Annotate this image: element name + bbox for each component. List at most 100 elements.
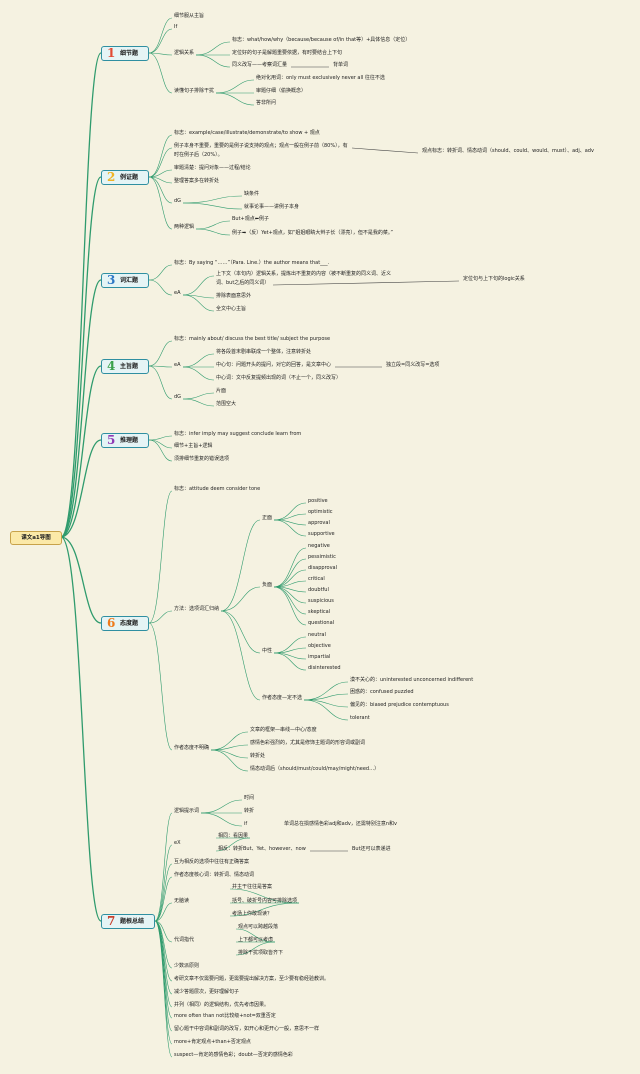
branch-label[interactable]: 偏见的：biased prejudice contemptuous xyxy=(350,702,449,708)
branch-label[interactable]: 标志：what/how/why（because/because of/in th… xyxy=(232,37,411,43)
branch-label[interactable]: 同义改写——考察词汇量 xyxy=(232,62,288,68)
branch-label[interactable]: suspect—肯定的感情色彩；doubt—否定的感情色彩 xyxy=(174,1052,293,1058)
branch-label[interactable]: impartial xyxy=(308,654,331,660)
branch-label[interactable]: 逻辑提示词 xyxy=(174,808,200,814)
branch-label[interactable]: 中心句：问题开头的提问，对它的回答，是文章中心 xyxy=(216,362,332,368)
branch-label[interactable]: objective xyxy=(308,643,331,649)
branch-label[interactable]: 方法：选项词汇归纳 xyxy=(174,606,220,612)
branch-label[interactable]: positive xyxy=(308,498,328,504)
branch-label[interactable]: suspicious xyxy=(308,598,334,604)
branch-label[interactable]: 细节+主旨+逻辑 xyxy=(174,443,213,449)
branch-label[interactable]: 上下都可以考虑 xyxy=(238,937,274,943)
branch-label[interactable]: questional xyxy=(308,620,335,626)
branch-label[interactable]: 作者态度—定不选 xyxy=(262,695,303,701)
branch-label[interactable]: 并主干往往是答案 xyxy=(232,884,273,890)
branch-label[interactable]: more+肯定观点+than+否定观点 xyxy=(174,1039,251,1045)
branch-label[interactable]: 标志：example/case/illustrate/demonstrate/t… xyxy=(174,130,320,136)
root-node[interactable]: 课文a1导图 xyxy=(10,531,62,545)
branch-label[interactable]: 情态动词后（should/must/could/may/might/need…） xyxy=(250,766,380,772)
branch-label[interactable]: 范围空大 xyxy=(216,401,237,407)
branch-label[interactable]: 考研文章不仅需要问题，更需要提出解决方案，至少要有稳经验教训。 xyxy=(174,976,330,982)
branch-label[interactable]: 整理答案多在转折处 xyxy=(174,178,220,184)
branch-label[interactable]: 相反：转折But、Yet、however、now xyxy=(218,846,306,852)
branch-label[interactable]: 互为相反的选项中往往有正确答案 xyxy=(174,859,250,865)
branch-label[interactable]: 少数派原则 xyxy=(174,963,200,969)
branch-label[interactable]: 例子➡（反）Yet+观点，如“姐姐眼睛大辫子长（漂亮），但不是我的菜。” xyxy=(232,230,393,236)
branch-label[interactable]: 上下文（本句内）逻辑关系，提炼出不重复的内容（被不断重复的同义词、近义 xyxy=(216,271,392,277)
branch-label[interactable]: 考场上你敢现读？ xyxy=(232,911,273,917)
branch-label[interactable]: 排除表面意思外 xyxy=(216,293,252,299)
branch-label[interactable]: 答非所问 xyxy=(256,100,277,106)
branch-label[interactable]: 审题仔细（偷换概念） xyxy=(256,88,307,94)
branch-label[interactable]: 代词指代 xyxy=(174,937,195,943)
branch-label[interactable]: eX xyxy=(174,840,181,846)
branch-label[interactable]: 定位好的句子是解题重要依据，有时要结合上下句 xyxy=(232,50,343,56)
branch-label[interactable]: 标志：mainly about/ discuss the best title/… xyxy=(174,336,331,342)
branch-label[interactable]: dG xyxy=(174,394,182,400)
branch-label[interactable]: 作者态度核心词：转折词、情态动词 xyxy=(174,872,255,878)
branch-label[interactable]: 观点标志：转折词、情态动词（should、could、would、must）、a… xyxy=(422,148,594,154)
branch-label[interactable]: doubtful xyxy=(308,587,329,593)
branch-label[interactable]: 读懂句子排除干扰 xyxy=(174,88,215,94)
branch-label[interactable]: 两种逻辑 xyxy=(174,224,195,230)
branch-label[interactable]: 绝对化用词：only must exclusively never all 往往… xyxy=(256,75,385,81)
branch-label[interactable]: 标志：attitude deem consider tone xyxy=(174,486,261,492)
branch-label[interactable]: eA xyxy=(174,290,181,296)
branch-label[interactable]: 逻辑关系 xyxy=(174,50,195,56)
branch-label[interactable]: 细节服从主旨 xyxy=(174,13,205,19)
branch-label[interactable]: 定位句与上下句的logic关系 xyxy=(463,276,525,282)
branch-label[interactable]: But还可以表递进 xyxy=(352,846,391,852)
branch-label[interactable]: 须排细节重复的错误选项 xyxy=(174,456,230,462)
branch-label[interactable]: 负面 xyxy=(262,582,273,588)
branch-label[interactable]: If xyxy=(174,24,178,30)
branch-label[interactable]: more often than not比较级+not=双重否定 xyxy=(174,1013,276,1019)
branch-label[interactable]: 排除干扰项取皆齐下 xyxy=(238,950,284,956)
branch-label[interactable]: 单词总在损感情色彩adj和adv，还需特别注意n和v xyxy=(284,821,397,827)
branch-label[interactable]: pessimistic xyxy=(308,554,336,560)
branch-label[interactable]: 困惑的：confused puzzled xyxy=(350,689,414,695)
branch-label[interactable]: 中心词：文中反复提频出现的词（不止一个，同义改写） xyxy=(216,375,342,381)
branch-label[interactable]: 片面 xyxy=(216,388,227,394)
branch-label[interactable]: approval xyxy=(308,520,330,526)
branch-label[interactable]: 将各段首末剧串联成一个整体，注意转折处 xyxy=(216,349,312,355)
branch-label[interactable]: 独立段=同义改写=选项 xyxy=(386,362,440,368)
branch-label[interactable]: 全文中心主旨 xyxy=(216,306,247,312)
branch-label[interactable]: 转折 xyxy=(244,808,255,814)
branch-label[interactable]: 转折处 xyxy=(250,753,266,759)
branch-label[interactable]: But+观点⬅例子 xyxy=(232,216,269,222)
branch-label[interactable]: 作者态度不明确 xyxy=(174,745,210,751)
branch-label[interactable]: neutral xyxy=(308,632,326,638)
branch-label[interactable]: 正面 xyxy=(262,515,273,521)
branch-label[interactable]: 词、but之后的同义词） xyxy=(216,280,270,286)
branch-label[interactable]: 例子本身不重要，重要的是例子说支持的观点；观点一般在例子前（80%），有 xyxy=(174,143,348,149)
branch-label[interactable]: 背单词 xyxy=(333,62,349,68)
branch-label[interactable]: 时在例子后（20%）。 xyxy=(174,152,223,158)
branch-label[interactable]: tolerant xyxy=(350,715,370,721)
branch-label[interactable]: 感情色彩强烈的，尤其是修饰主题词的形容词或副词 xyxy=(250,740,366,746)
branch-label[interactable]: disinterested xyxy=(308,665,341,671)
branch-label[interactable]: optimistic xyxy=(308,509,333,515)
branch-label[interactable]: 留心题干中容词和副词的改写，如开心和更开心一般，意思不一样 xyxy=(174,1026,320,1032)
branch-label[interactable]: eA xyxy=(174,362,181,368)
branch-label[interactable]: disapproval xyxy=(308,565,337,571)
branch-label[interactable]: supportive xyxy=(308,531,335,537)
branch-label[interactable]: if xyxy=(244,821,248,827)
branch-label[interactable]: 时间 xyxy=(244,795,255,801)
branch-label[interactable]: 文章的框架—串线—中心/态度 xyxy=(250,727,317,733)
branch-label[interactable]: 无脑读 xyxy=(174,898,190,904)
branch-label[interactable]: 缺条件 xyxy=(244,191,260,197)
branch-label[interactable]: 漠不关心的：uninterested unconcerned indiffere… xyxy=(350,677,474,683)
branch-label[interactable]: 中性 xyxy=(262,648,273,654)
branch-label[interactable]: critical xyxy=(308,576,325,582)
branch-label[interactable]: 减少答题层次，更好理解句子 xyxy=(174,989,240,995)
branch-label[interactable]: negative xyxy=(308,543,330,549)
branch-label[interactable]: 审题清楚：提问对象——过程/结论 xyxy=(174,165,251,171)
branch-label[interactable]: dG xyxy=(174,198,182,204)
